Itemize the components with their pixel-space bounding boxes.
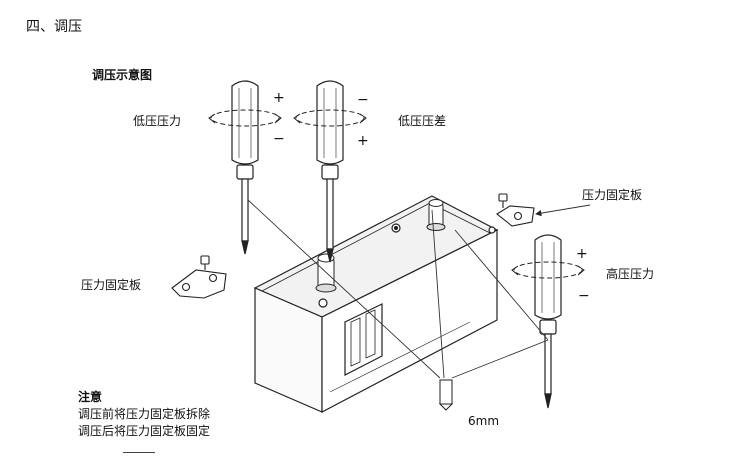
label-plate-right: 压力固定板 <box>582 188 643 202</box>
plus-sign: + <box>273 90 285 106</box>
screwdriver-low-diff <box>316 80 344 263</box>
pressure-plate-right <box>496 193 535 227</box>
control-box <box>253 195 499 413</box>
plus-sign: + <box>357 133 369 149</box>
diagram-title: 调压示意图 <box>92 68 153 82</box>
hex-key <box>438 379 454 411</box>
section-title: 四、调压 <box>26 19 82 35</box>
pressure-plate-left <box>171 255 227 299</box>
note-title: 注意 <box>78 390 103 404</box>
screwdriver-high-pressure <box>534 234 562 409</box>
leader-lines <box>247 199 591 379</box>
label-plate-left: 压力固定板 <box>81 278 142 292</box>
rotation-arrow-low <box>208 109 282 127</box>
label-low-diff: 低压压差 <box>398 114 447 128</box>
plus-sign: + <box>576 246 588 262</box>
note-line: 调压前将压力固定板拆除 <box>78 407 211 421</box>
adjust-stem-left <box>315 253 337 293</box>
underline-mark <box>123 452 155 453</box>
label-hex-size: 6mm <box>468 414 500 428</box>
screwdriver-low-pressure <box>231 80 259 255</box>
rotation-arrow-high <box>511 261 585 279</box>
minus-sign: − <box>273 131 285 147</box>
minus-sign: − <box>578 288 590 304</box>
adjust-stem-right <box>426 199 446 231</box>
note-line: 调压后将压力固定板固定 <box>78 424 211 438</box>
rotation-arrow-diff <box>293 109 367 127</box>
label-low-pressure: 低压压力 <box>133 114 182 128</box>
label-high-pressure: 高压压力 <box>606 267 655 281</box>
minus-sign: − <box>357 92 369 108</box>
